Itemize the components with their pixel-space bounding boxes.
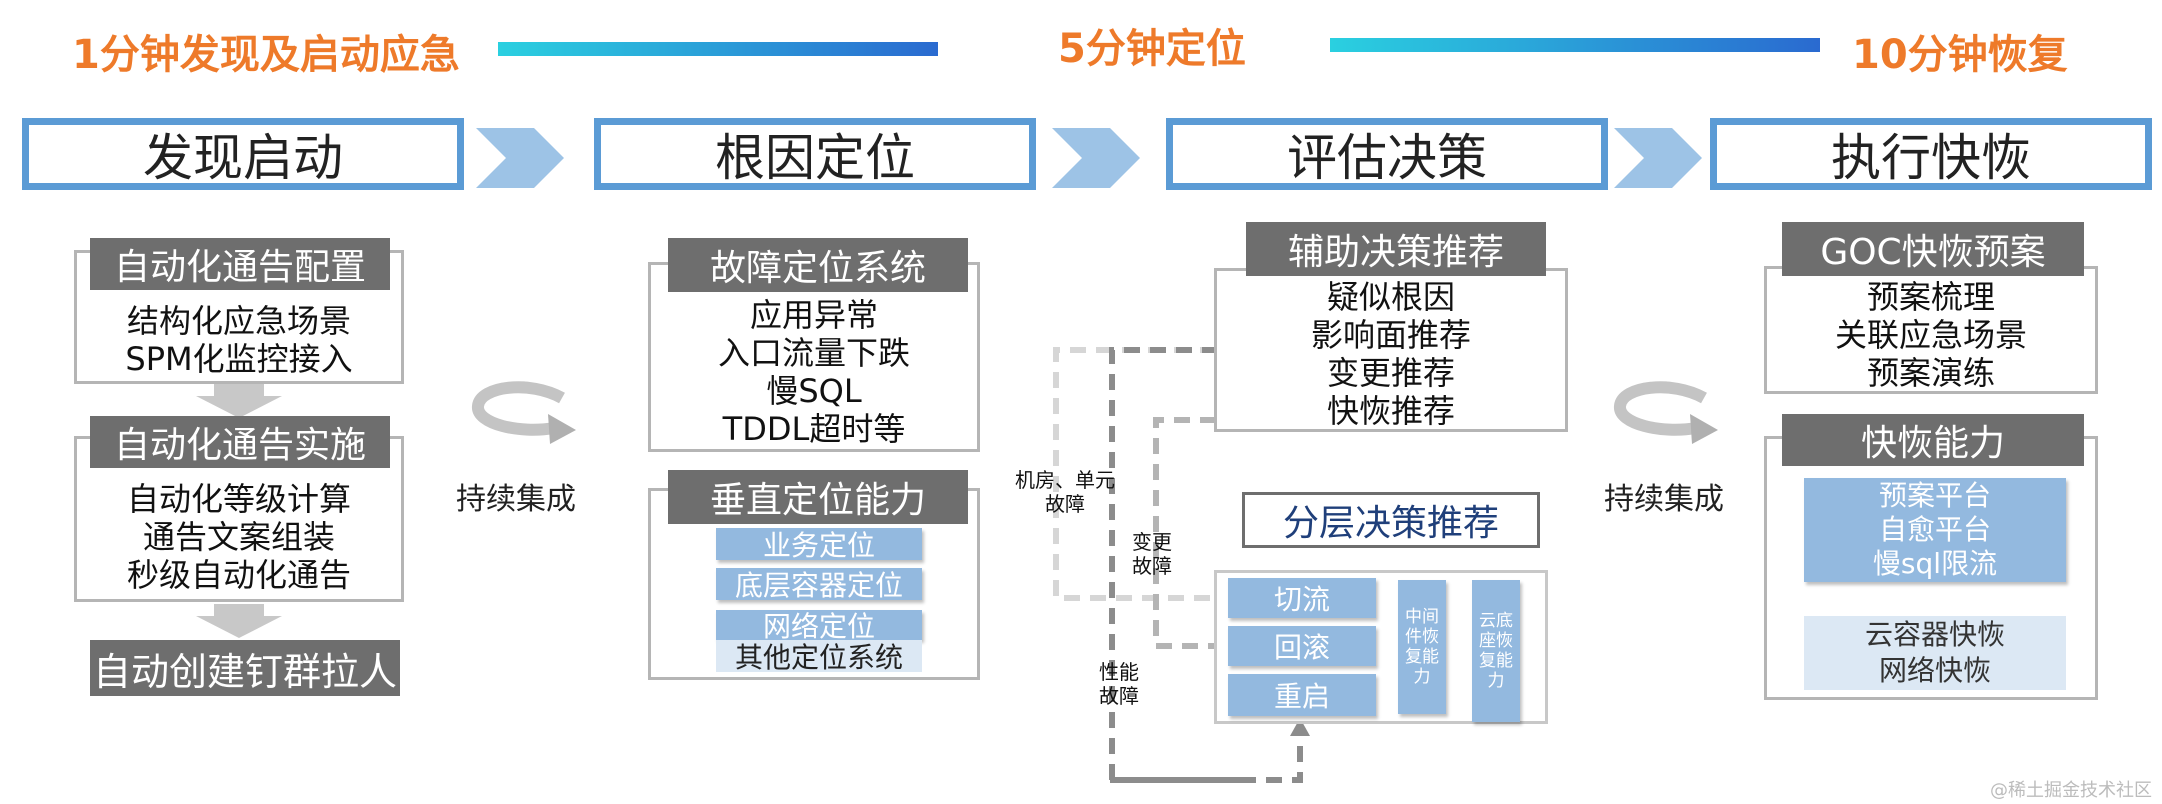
loop-arrow-icon	[1614, 381, 1718, 444]
persist-label: 持续集成	[456, 482, 576, 517]
loop-arrow-icon	[472, 381, 576, 444]
action-rollback: 回滚	[1228, 626, 1376, 666]
chevron-arrow-icon	[1052, 128, 1140, 188]
assist-line: 变更推荐	[1326, 354, 1455, 392]
other-locate: 其他定位系统	[716, 640, 922, 674]
impl-line: 自动化等级计算	[126, 480, 351, 518]
timeline-10min: 10分钟恢复	[1852, 32, 2068, 78]
impl-title: 自动化通告实施	[90, 416, 390, 468]
impl-line: 秒级自动化通告	[126, 556, 351, 594]
vertical-title: 垂直定位能力	[668, 470, 968, 524]
cloud-recovery: 云底座恢复能力	[1472, 580, 1520, 722]
assist-line: 影响面推荐	[1310, 316, 1471, 354]
config-title: 自动化通告配置	[90, 238, 390, 290]
phase-locate: 根因定位	[594, 118, 1036, 190]
label-perf-fault: 性能故障	[1099, 660, 1139, 708]
middleware-recovery: 中间件恢复能力	[1398, 580, 1446, 714]
action-restart: 重启	[1228, 674, 1376, 716]
watermark: @稀土掘金技术社区	[1990, 780, 2152, 801]
assist-box	[1214, 268, 1568, 432]
assist-lines: 疑似根因 影响面推荐 变更推荐 快恢推荐	[1214, 278, 1568, 430]
config-lines: 结构化应急场景 SPM化监控接入	[74, 302, 404, 378]
fault-system-box	[648, 262, 980, 452]
down-arrow-icon	[196, 604, 282, 638]
ability-title: 快恢能力	[1782, 414, 2084, 466]
perf-arrow	[1110, 718, 1310, 783]
fault-line: TDDL超时等	[722, 410, 906, 448]
platform-item: 预案平台	[1878, 479, 1991, 512]
label-room-fault: 机房、单元故障	[1015, 468, 1115, 516]
platform-item: 慢sql限流	[1872, 547, 1998, 580]
chevron-arrow-icon	[476, 128, 564, 188]
goc-box	[1764, 266, 2098, 394]
cloud-recovery-group: 云容器快恢 网络快恢	[1804, 616, 2066, 690]
fault-line: 慢SQL	[766, 372, 862, 410]
phase-decide: 评估决策	[1166, 118, 1608, 190]
persist-label: 持续集成	[1604, 482, 1724, 517]
cloud-item: 网络快恢	[1878, 654, 1991, 687]
timeline-5min: 5分钟定位	[1058, 26, 1246, 72]
goc-lines: 预案梳理 关联应急场景 预案演练	[1764, 278, 2098, 392]
config-line: SPM化监控接入	[125, 340, 353, 378]
assist-title: 辅助决策推荐	[1246, 222, 1546, 276]
container-locate: 底层容器定位	[716, 568, 922, 602]
fault-line: 应用异常	[749, 296, 878, 334]
business-locate: 业务定位	[716, 528, 922, 562]
phase-recover: 执行快恢	[1710, 118, 2152, 190]
assist-line: 快恢推荐	[1326, 392, 1455, 430]
goc-line: 预案梳理	[1866, 278, 1995, 316]
fault-system-title: 故障定位系统	[668, 238, 968, 292]
config-line: 结构化应急场景	[126, 302, 351, 340]
label-change-fault: 变更故障	[1132, 530, 1172, 578]
platform-group: 预案平台 自愈平台 慢sql限流	[1804, 478, 2066, 582]
fault-line: 入口流量下跌	[717, 334, 910, 372]
impl-lines: 自动化等级计算 通告文案组装 秒级自动化通告	[74, 480, 404, 594]
layered-decision-title: 分层决策推荐	[1242, 492, 1540, 548]
timeline-bar-1	[498, 42, 938, 56]
fault-system-lines: 应用异常 入口流量下跌 慢SQL TDDL超时等	[648, 296, 980, 448]
action-switch-flow: 切流	[1228, 578, 1376, 618]
cloud-item: 云容器快恢	[1864, 618, 2005, 651]
timeline-1min: 1分钟发现及启动应急	[72, 32, 460, 78]
down-arrow-icon	[196, 384, 282, 418]
assist-line: 疑似根因	[1326, 278, 1455, 316]
platform-item: 自愈平台	[1878, 513, 1991, 546]
goc-line: 关联应急场景	[1834, 316, 2027, 354]
phase-discover: 发现启动	[22, 118, 464, 190]
impl-line: 通告文案组装	[142, 518, 335, 556]
group-title: 自动创建钉群拉人	[90, 640, 400, 696]
network-locate: 网络定位	[716, 610, 922, 643]
goc-title: GOC快恢预案	[1782, 222, 2084, 276]
chevron-arrow-icon	[1614, 128, 1702, 188]
timeline-bar-2	[1330, 38, 1820, 52]
goc-line: 预案演练	[1866, 354, 1995, 392]
